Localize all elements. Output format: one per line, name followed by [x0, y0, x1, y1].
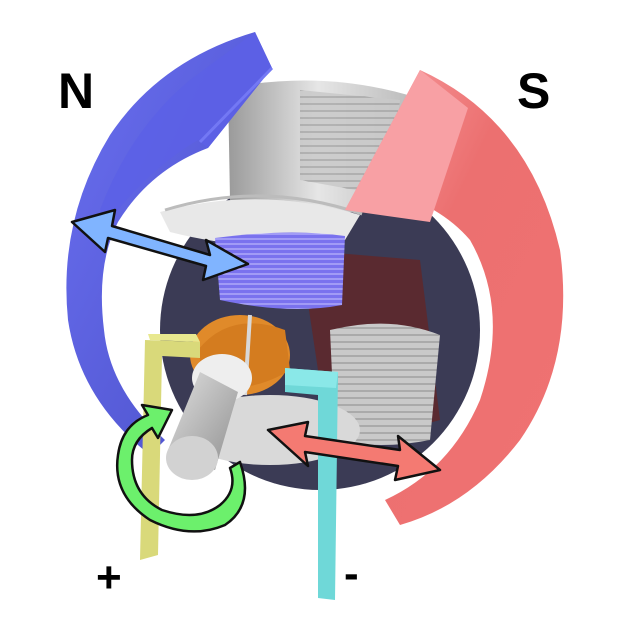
north-field-arrow	[70, 208, 250, 282]
armature-winding	[215, 232, 345, 309]
rotation-arrow	[115, 403, 247, 533]
north-pole-label: N	[58, 63, 95, 119]
negative-brush	[285, 368, 338, 600]
south-field-arrow	[266, 420, 442, 482]
south-magnet	[345, 70, 564, 525]
north-magnet	[66, 32, 274, 455]
shaft	[166, 372, 238, 480]
lower-core	[330, 323, 440, 445]
south-pole-label: S	[517, 63, 551, 119]
positive-terminal-label: +	[96, 553, 122, 602]
negative-terminal-label: -	[344, 549, 359, 598]
